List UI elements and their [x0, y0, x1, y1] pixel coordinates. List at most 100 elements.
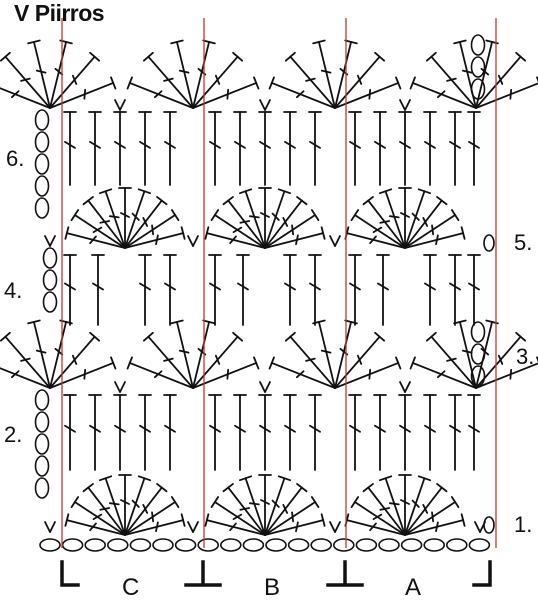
top-cluster — [268, 76, 336, 109]
row3-cluster — [453, 319, 477, 389]
row4-treble — [63, 254, 77, 326]
row2-treble — [138, 394, 152, 471]
row2-chain — [34, 389, 50, 411]
row6-treble — [398, 111, 412, 186]
row6-treble — [208, 111, 222, 186]
repeat-lines — [61, 18, 497, 548]
foundation-chain — [107, 538, 129, 552]
fan-stitch — [238, 475, 266, 536]
fan-stitch — [124, 475, 152, 536]
foundation-chain — [197, 538, 219, 552]
row3-cluster — [49, 331, 101, 389]
fan-stitch — [404, 209, 460, 249]
top-cluster — [334, 51, 386, 109]
top-cluster — [475, 39, 499, 109]
bracket-b-a — [326, 560, 364, 587]
fan-stitch — [264, 483, 308, 536]
repeat-label-a: A — [405, 574, 422, 601]
fan-stitch — [350, 209, 406, 249]
fan-stitch — [398, 474, 412, 536]
top-chain — [470, 56, 486, 78]
row3-v-stitch — [399, 381, 411, 393]
row4-chain — [42, 291, 58, 313]
row3-cluster — [409, 356, 477, 389]
foundation-chain — [39, 538, 61, 552]
row2-treble — [448, 394, 462, 471]
fan-stitch — [378, 475, 406, 536]
top-cluster — [142, 51, 194, 109]
fan-stitch — [404, 196, 448, 249]
fan-stitch — [222, 483, 266, 536]
row-label-3: 3. — [516, 344, 535, 369]
fan-stitch — [210, 496, 266, 536]
fan-stitch — [258, 187, 272, 249]
foundation-chain — [355, 538, 378, 552]
fan-stitch — [258, 474, 272, 536]
fan-stitch — [264, 209, 320, 249]
turning-chain — [483, 234, 495, 252]
foundation-chain — [468, 538, 491, 552]
fan-stitch — [398, 187, 412, 249]
row2-chain — [34, 455, 50, 477]
fan-stitch — [350, 496, 406, 536]
row4-treble — [236, 254, 250, 326]
row1-v-stitch — [187, 521, 199, 533]
foundation-chain — [423, 538, 446, 552]
fan-stitch — [64, 226, 126, 249]
foundation-chain — [61, 538, 84, 552]
fan-stitch — [124, 513, 186, 536]
fan-stitch — [118, 187, 132, 249]
foundation-chain — [174, 538, 197, 552]
row2-chain — [34, 433, 50, 455]
row2-treble — [398, 394, 412, 471]
fan-stitch — [264, 226, 326, 249]
fan-stitch — [124, 188, 152, 249]
fan-stitch — [404, 475, 432, 536]
bracket-c-b — [184, 560, 222, 587]
fan-stitch — [82, 196, 126, 249]
top-chain — [470, 34, 486, 56]
row4-treble — [448, 254, 462, 326]
top-cluster — [475, 76, 538, 109]
fan-stitch — [124, 196, 168, 249]
foundation-chain — [152, 538, 174, 552]
row3-cluster — [49, 319, 73, 389]
row3-chain — [470, 343, 486, 365]
top-chain — [470, 78, 486, 100]
top-cluster — [49, 51, 101, 109]
row2-chain — [34, 411, 50, 433]
bracket-left — [60, 560, 80, 587]
row2-treble — [423, 394, 437, 471]
chart-title: V Piirros — [14, 0, 105, 26]
row2-treble — [348, 394, 362, 471]
row5-v-stitch — [187, 235, 199, 247]
row-label-2: 2. — [4, 422, 23, 447]
row4-chain — [42, 247, 58, 269]
row6-treble — [423, 111, 437, 186]
row6-treble — [308, 111, 322, 186]
foundation-chain — [129, 538, 152, 552]
row2-treble — [88, 394, 102, 471]
row6-treble — [258, 111, 272, 186]
foundation-chain — [84, 538, 106, 552]
foundation-chain — [445, 538, 468, 552]
row3-v-stitch — [114, 381, 126, 393]
fan-stitch — [118, 474, 132, 536]
row3-cluster — [170, 319, 194, 389]
row6-treble — [283, 111, 297, 186]
row6-treble — [448, 111, 462, 186]
row3-cluster — [425, 331, 477, 389]
row6-chain — [34, 131, 50, 153]
row3-cluster — [268, 356, 336, 389]
fan-stitch — [64, 513, 126, 536]
fan-stitch — [204, 513, 266, 536]
top-cluster — [170, 39, 194, 109]
row3-cluster — [192, 331, 244, 389]
fan-stitch — [222, 196, 266, 249]
stitch-symbols — [0, 34, 538, 552]
fan-stitch — [82, 483, 126, 536]
top-cluster — [192, 76, 260, 109]
fan-stitch — [70, 496, 126, 536]
row4-treble — [348, 254, 362, 326]
